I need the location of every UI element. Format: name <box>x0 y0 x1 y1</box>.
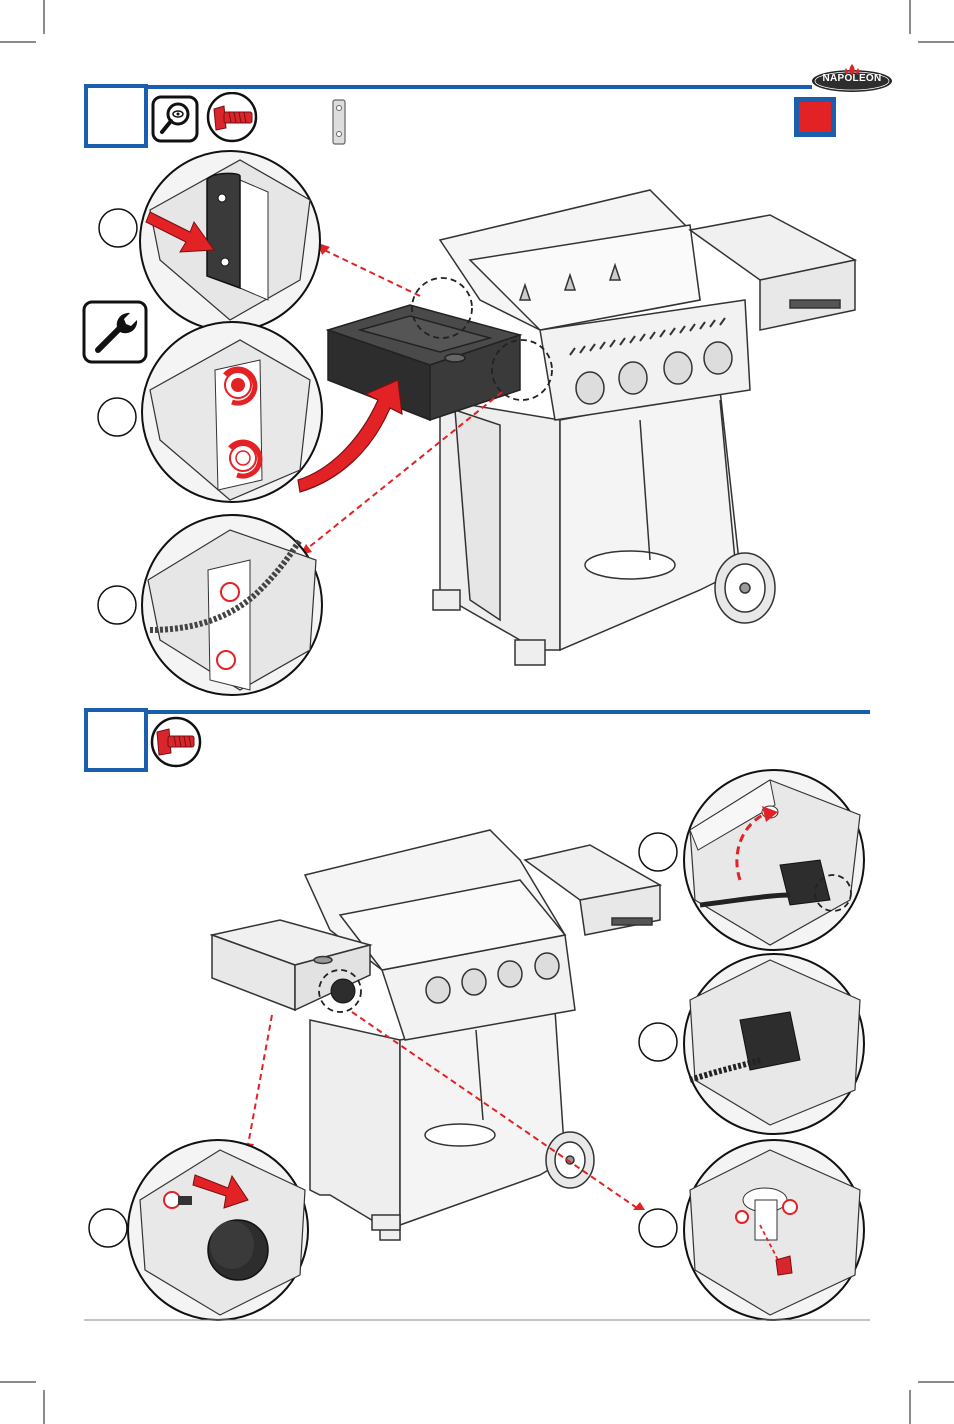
bolt-icon <box>206 92 258 143</box>
footer-rule <box>84 1319 870 1321</box>
napoleon-logo: NAPOLEON <box>811 62 893 94</box>
control-panel <box>539 299 751 421</box>
left-side-shelf <box>209 919 373 1012</box>
firebox <box>438 189 701 331</box>
control-knob <box>318 969 362 1013</box>
magnifier-icon <box>151 95 199 143</box>
grill-wheel <box>545 1131 595 1189</box>
firebox <box>303 829 567 971</box>
step2-header-rule <box>84 710 870 714</box>
right-side-shelf <box>523 844 663 936</box>
detail-callout-b <box>638 953 865 1135</box>
bracket-part-icon <box>332 99 346 145</box>
right-side-shelf <box>688 214 858 331</box>
step2-illustration <box>88 769 865 1321</box>
left-side-shelf <box>325 304 523 422</box>
detail-callout-2 <box>97 321 323 503</box>
detail-callout-3 <box>97 514 323 696</box>
step1-header-rule <box>84 85 812 89</box>
bolt-icon <box>150 716 202 768</box>
grill-cart <box>432 389 741 666</box>
step2-number-box <box>84 708 148 772</box>
detail-callout-a <box>638 769 865 951</box>
brand-name: NAPOLEON <box>822 73 882 84</box>
detail-callout-d <box>88 1139 309 1321</box>
curved-arrow <box>297 379 403 493</box>
detail-callout-c <box>638 1139 865 1321</box>
detail-callout-1 <box>98 150 321 332</box>
wrench-icon <box>82 300 148 364</box>
step1-number-box <box>84 84 148 148</box>
red-marker-icon <box>794 97 836 137</box>
grill-wheel <box>714 552 776 624</box>
step1-illustration <box>97 150 858 696</box>
grill-cart <box>309 1009 566 1241</box>
step1-parts-icons <box>151 92 836 145</box>
step2-parts-icons <box>150 716 202 768</box>
